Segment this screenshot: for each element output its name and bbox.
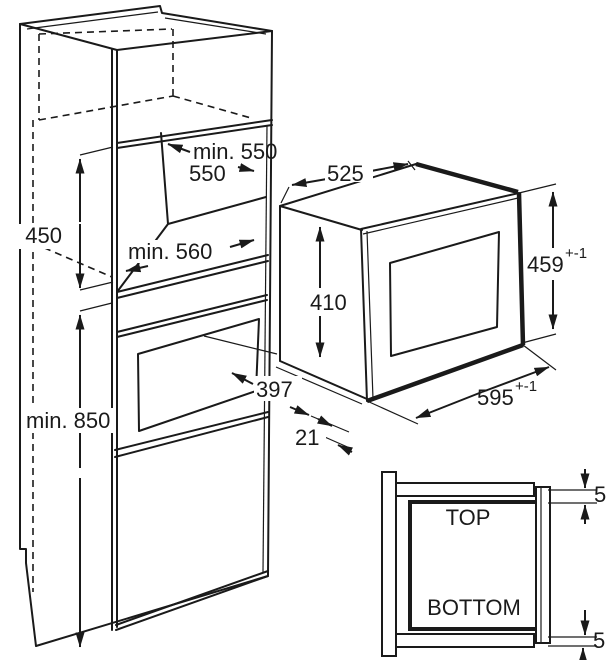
- installation-section-detail: TOP BOTTOM 5 5: [381, 469, 606, 660]
- microwave-oven-drawing: [275, 161, 526, 405]
- dim-niche-width: min. 560: [125, 239, 255, 273]
- detail-bottom-label: BOTTOM: [427, 595, 521, 620]
- dim-niche-depth: min. 550 550: [167, 139, 277, 186]
- dim-label-oven-frame-width-tolerance: +-1: [515, 378, 537, 395]
- dim-niche-height: 450: [14, 146, 114, 291]
- dim-label-oven-width: 525: [327, 161, 364, 186]
- dim-label-niche-depth-value: 550: [189, 161, 226, 186]
- cabinet-back-panel: [381, 471, 397, 657]
- dim-label-oven-body-height: 410: [310, 290, 347, 315]
- oven-front-frame-section: [535, 486, 551, 644]
- dim-oven-frame-width: 595 +-1: [366, 344, 557, 425]
- tall-cabinet-drawing: [19, 5, 273, 647]
- cabinet-bottom-shelf: [395, 633, 535, 648]
- dim-oven-body-height: 410: [308, 226, 350, 358]
- dim-label-oven-frame-overlap: 21: [295, 425, 319, 450]
- dim-label-bottom-gap: 5: [593, 628, 605, 653]
- oven-body-section: [408, 500, 544, 631]
- dim-oven-frame-height: 459 +-1: [518, 183, 592, 344]
- dim-label-niche-height: 450: [25, 223, 62, 248]
- dim-label-top-gap: 5: [594, 482, 606, 507]
- dim-label-niche-width: min. 560: [128, 239, 212, 264]
- dim-label-oven-frame-height: 459: [527, 252, 564, 277]
- dim-label-min-floor-height: min. 850: [26, 408, 110, 433]
- dim-label-oven-frame-width: 595: [477, 385, 514, 410]
- dim-label-oven-frame-height-tolerance: +-1: [565, 245, 587, 262]
- cabinet-top-shelf: [395, 482, 535, 497]
- dim-min-floor-height: min. 850: [24, 302, 114, 648]
- detail-top-label: TOP: [446, 505, 491, 530]
- dim-label-niche-depth-min: min. 550: [193, 139, 277, 164]
- dim-oven-depth: 397: [203, 335, 310, 416]
- dim-label-oven-depth: 397: [256, 377, 293, 402]
- dim-oven-width: 525: [280, 160, 416, 204]
- dim-oven-frame-overlap: 21: [292, 415, 353, 456]
